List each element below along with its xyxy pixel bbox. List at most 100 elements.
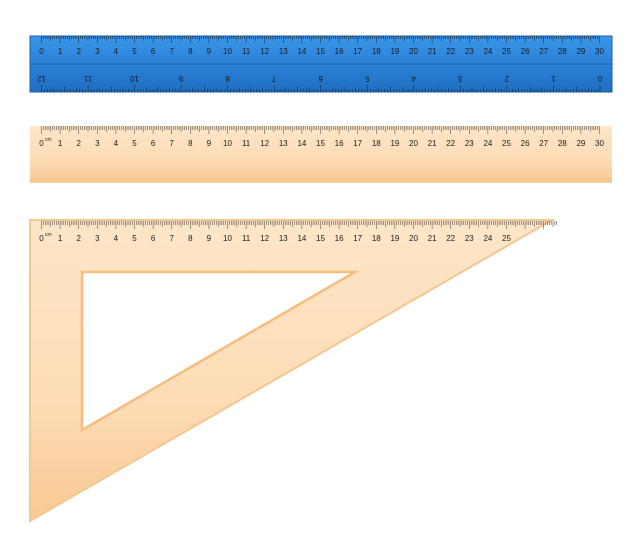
set-square-ticks	[41, 221, 557, 229]
scale-label: 28	[558, 47, 567, 56]
scale-label: 18	[372, 234, 381, 243]
scale-label: 27	[539, 139, 548, 148]
scale-label: 25	[502, 139, 511, 148]
scale-label: 5	[132, 234, 137, 243]
set-square-unit: cm	[45, 232, 52, 238]
scale-label: 19	[390, 234, 399, 243]
scale-label: 7	[169, 139, 174, 148]
scale-label: 2	[76, 47, 81, 56]
scale-label: 24	[483, 234, 492, 243]
scale-label: 4	[411, 74, 416, 83]
scale-label: 10	[223, 139, 232, 148]
scale-label: 27	[539, 47, 548, 56]
scale-label: 11	[83, 74, 92, 83]
scale-label: 29	[576, 47, 585, 56]
scale-label: 22	[446, 139, 455, 148]
scale-label: 8	[188, 139, 193, 148]
scale-label: 7	[169, 234, 174, 243]
scale-label: 4	[114, 47, 119, 56]
scale-label: 21	[428, 234, 437, 243]
scale-label: 18	[372, 47, 381, 56]
scale-label: 17	[353, 47, 362, 56]
scale-label: 10	[223, 234, 232, 243]
scale-label: 16	[335, 139, 344, 148]
scale-label: 22	[446, 47, 455, 56]
scale-label: 0	[39, 139, 44, 148]
scale-label: 20	[409, 139, 418, 148]
scale-label: 8	[188, 234, 193, 243]
scale-label: 13	[279, 139, 288, 148]
scale-label: 29	[576, 139, 585, 148]
scale-label: 9	[207, 47, 212, 56]
scale-label: 14	[297, 47, 306, 56]
scale-label: 24	[483, 139, 492, 148]
scale-label: 3	[458, 74, 463, 83]
scale-label: 18	[372, 139, 381, 148]
scale-label: 14	[297, 234, 306, 243]
scale-label: 17	[353, 234, 362, 243]
blue-ruler-bottom-ticks	[41, 85, 601, 92]
scale-label: 13	[279, 234, 288, 243]
scale-label: 21	[428, 47, 437, 56]
scale-label: 2	[504, 74, 509, 83]
scale-label: 6	[151, 234, 156, 243]
scale-label: 23	[465, 47, 474, 56]
scale-label: 1	[58, 234, 63, 243]
scale-label: 30	[595, 47, 604, 56]
scale-label: 6	[318, 74, 323, 83]
scale-label: 14	[297, 139, 306, 148]
scale-label: 28	[558, 139, 567, 148]
scale-label: 1	[58, 139, 63, 148]
scale-label: 2	[76, 234, 81, 243]
scale-label: 19	[390, 139, 399, 148]
scale-label: 0	[39, 47, 44, 56]
scale-label: 8	[188, 47, 193, 56]
scale-label: 20	[409, 47, 418, 56]
scale-label: 13	[279, 47, 288, 56]
scale-label: 0	[39, 234, 44, 243]
scale-label: 7	[169, 47, 174, 56]
scale-label: 25	[502, 47, 511, 56]
scale-label: 12	[260, 47, 269, 56]
scale-label: 9	[207, 139, 212, 148]
scale-label: 15	[316, 234, 325, 243]
orange-ruler-unit: cm	[45, 137, 52, 143]
scale-label: 22	[446, 234, 455, 243]
scale-label: 23	[465, 234, 474, 243]
scale-label: 9	[207, 234, 212, 243]
scale-label: 8	[225, 74, 230, 83]
scale-label: 10	[130, 74, 139, 83]
scale-label: 21	[428, 139, 437, 148]
scale-label: 12	[37, 74, 46, 83]
orange-ruler-ticks	[41, 126, 600, 134]
scale-label: 16	[335, 234, 344, 243]
scale-label: 6	[151, 139, 156, 148]
scale-label: 5	[132, 47, 137, 56]
scale-label: 30	[595, 139, 604, 148]
scale-label: 1	[58, 47, 63, 56]
scale-label: 5	[132, 139, 137, 148]
scale-label: 3	[95, 234, 100, 243]
scale-label: 2	[76, 139, 81, 148]
scale-label: 24	[483, 47, 492, 56]
scale-label: 26	[521, 47, 530, 56]
blue-ruler-top-ticks	[41, 36, 600, 43]
scale-label: 1	[551, 74, 556, 83]
scale-label: 15	[316, 47, 325, 56]
set-square-cutout	[80, 270, 360, 433]
scale-label: 3	[95, 47, 100, 56]
scale-label: 7	[271, 74, 276, 83]
scale-label: 16	[335, 47, 344, 56]
scale-label: 11	[242, 139, 251, 148]
scale-label: 19	[390, 47, 399, 56]
scale-label: 10	[223, 47, 232, 56]
scale-label: 12	[260, 139, 269, 148]
scale-label: 5	[365, 74, 370, 83]
scale-label: 11	[242, 234, 251, 243]
